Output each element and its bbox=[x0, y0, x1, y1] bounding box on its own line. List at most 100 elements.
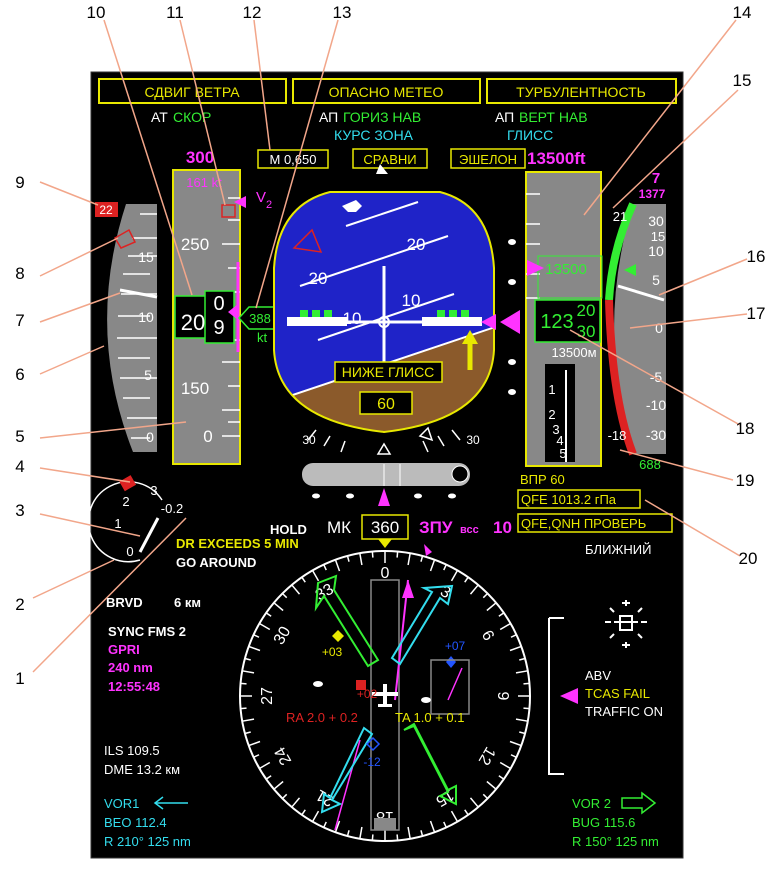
compass-tick bbox=[301, 576, 306, 583]
at-prefix: АТ bbox=[151, 109, 168, 125]
current-alt-box bbox=[534, 299, 601, 343]
go-around-msg: GO AROUND bbox=[176, 555, 256, 570]
radio-scale-2: 2 bbox=[548, 407, 555, 422]
slip-bar bbox=[302, 463, 470, 486]
radio-alt-box bbox=[359, 391, 413, 415]
zpu-value: 10 bbox=[493, 518, 512, 537]
turbulence-box bbox=[486, 78, 677, 104]
compass-tick bbox=[499, 761, 511, 770]
heading-value-box bbox=[361, 514, 409, 540]
compass-tick bbox=[464, 809, 469, 816]
compass-tick bbox=[244, 731, 251, 735]
aoa-max-marker bbox=[113, 228, 137, 249]
compass-tick bbox=[281, 592, 288, 599]
compass-tick bbox=[359, 826, 363, 839]
callout-1: 1 bbox=[15, 669, 24, 688]
current-alt-main: 123 bbox=[540, 311, 573, 333]
vsi-label-neg5: -5 bbox=[650, 369, 663, 385]
compass-tick bbox=[443, 821, 447, 828]
ap-vert-armed: ГЛИСС bbox=[507, 127, 553, 143]
compass-tick bbox=[273, 602, 284, 612]
traffic-2-label: +07 bbox=[445, 639, 466, 653]
v2-box bbox=[221, 204, 236, 218]
compass-tick bbox=[407, 553, 411, 566]
compass-tick bbox=[469, 584, 479, 595]
speed-bug-unit: kt bbox=[257, 330, 268, 345]
traffic-1-icon bbox=[332, 630, 344, 642]
small-dial-pointer bbox=[138, 517, 160, 553]
baro-check: QFE,QNH ПРОВЕРЬ bbox=[521, 516, 646, 531]
traffic-2-icon bbox=[446, 656, 456, 668]
v2-marker bbox=[234, 196, 246, 208]
compass-tick bbox=[281, 793, 288, 800]
nav-info: BRVD 6 км SYNC FMS 2 GPRI 240 nm 12:55:4… bbox=[106, 595, 201, 694]
small-dial-marker bbox=[119, 475, 137, 492]
loc-dots bbox=[312, 493, 456, 499]
aoa-scale-bg bbox=[107, 204, 157, 452]
current-speed-hi: 0 bbox=[213, 293, 224, 315]
compass-tick bbox=[482, 592, 489, 599]
compass-tick bbox=[407, 826, 411, 839]
ils-mode: БЛИЖНИЙ bbox=[585, 542, 652, 557]
alert-banners: СДВИГ ВЕТРА ОПАСНО МЕТЕО ТУРБУЛЕНТНОСТЬ bbox=[98, 78, 677, 104]
compass-tick bbox=[359, 553, 363, 566]
aoa-ticks bbox=[117, 213, 157, 439]
compass-tick bbox=[273, 780, 284, 790]
vsi-bottom-value: 688 bbox=[639, 457, 661, 472]
traffic-dot-2 bbox=[421, 697, 431, 703]
roll-pointer bbox=[376, 442, 392, 455]
vsi-top-sub: 1377 bbox=[639, 187, 666, 201]
ta-readout: TA 1.0 + 0.1 bbox=[395, 710, 465, 725]
aoa-limit-label: 22 bbox=[99, 203, 113, 217]
windshear-box bbox=[98, 78, 287, 104]
vsi-label-15: 15 bbox=[651, 229, 665, 244]
tcas-bracket bbox=[548, 617, 564, 775]
radio-scale-4: 4 bbox=[556, 433, 563, 448]
compass-tick bbox=[498, 775, 505, 780]
current-speed-mid: 9 bbox=[213, 317, 224, 339]
vsi-label-5: 5 bbox=[652, 272, 660, 288]
compass-tick bbox=[420, 830, 424, 837]
course-tail-box bbox=[374, 818, 396, 830]
compass-label-9: 9 bbox=[494, 692, 511, 701]
compass-tick bbox=[259, 622, 271, 631]
small-dial-label-neg: -0.2 bbox=[161, 501, 183, 516]
compass-tick bbox=[242, 670, 255, 674]
alt-bug-marker bbox=[527, 260, 544, 276]
hold-label: HOLD bbox=[270, 522, 307, 537]
compass-tick bbox=[469, 797, 479, 808]
callout-numbers: 1 2 3 4 5 6 7 8 9 10 11 12 13 14 15 16 1… bbox=[15, 3, 765, 688]
compass-label-12: 12 bbox=[475, 744, 499, 768]
vsi-red-arc bbox=[605, 299, 637, 456]
yellow-arrow bbox=[462, 330, 478, 370]
track-line bbox=[394, 579, 409, 701]
aoa-limit-box bbox=[95, 202, 118, 217]
radio-alt-value: 60 bbox=[377, 396, 395, 413]
vor2-label: VOR 2 bbox=[572, 796, 611, 811]
pitch-label-right-10: 10 bbox=[402, 291, 421, 310]
compass-tick bbox=[240, 682, 247, 685]
current-speed-drum bbox=[204, 290, 235, 344]
compare-alert: СРАВНИ bbox=[363, 152, 416, 167]
roll-label-left: 30 bbox=[302, 433, 316, 447]
callout-6: 6 bbox=[15, 365, 24, 384]
compass-tick bbox=[486, 602, 497, 612]
compass-tick bbox=[248, 645, 261, 652]
traffic-4-label: -12 bbox=[363, 755, 381, 769]
ap-vert-prefix: АП bbox=[495, 109, 514, 125]
speed-label-150: 150 bbox=[181, 379, 209, 398]
callout-18: 18 bbox=[736, 419, 755, 438]
aoa-pointer bbox=[119, 288, 158, 299]
compass-tick bbox=[515, 670, 528, 674]
compass-tick bbox=[259, 761, 271, 770]
compass-tick bbox=[265, 612, 272, 617]
ils-freq: ILS 109.5 bbox=[104, 743, 160, 758]
vsi-scale-bg bbox=[614, 204, 666, 454]
qfe-box bbox=[517, 489, 641, 509]
adi-glideslope-pointer bbox=[481, 314, 496, 330]
tcas-traffic: TRAFFIC ON bbox=[585, 704, 663, 719]
compass-tick bbox=[443, 564, 447, 571]
traffic-dot-1 bbox=[313, 681, 323, 687]
speed-bug-pointer bbox=[228, 304, 238, 320]
